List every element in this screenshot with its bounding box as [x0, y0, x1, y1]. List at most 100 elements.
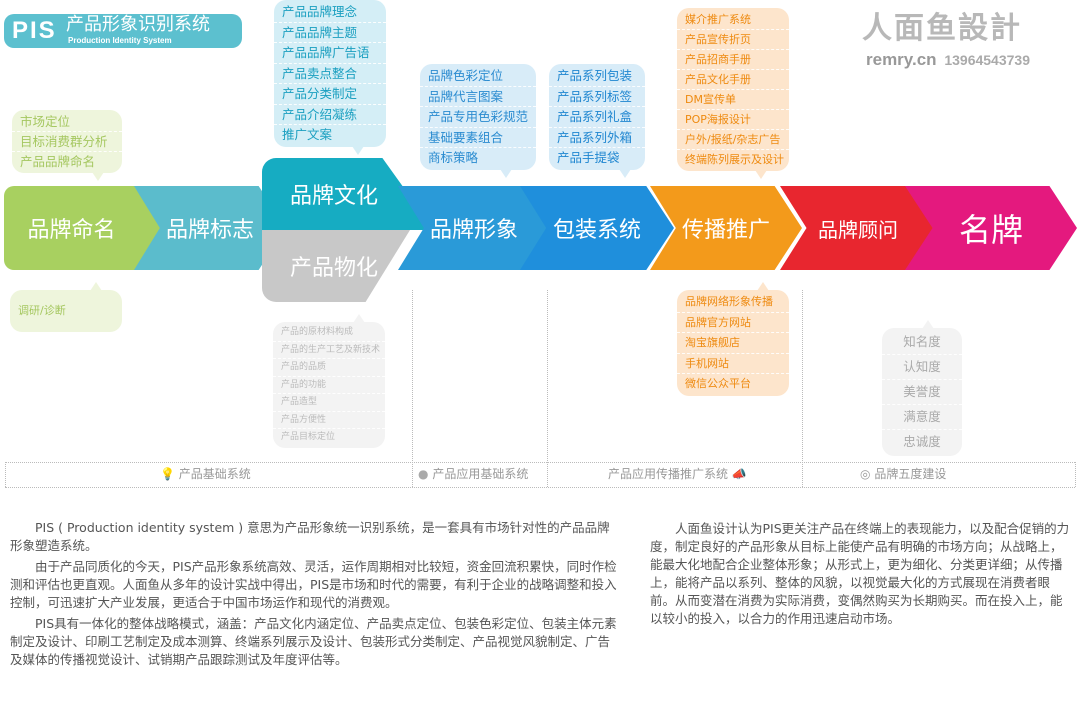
title-banner: PIS 产品形象识别系统 Production Identity System — [4, 14, 242, 48]
list-item: 产品系列包装 — [549, 66, 645, 87]
list-item: 产品目标定位 — [281, 432, 336, 442]
target-icon: ◎ — [860, 467, 871, 481]
list-item: 品牌官方网站 — [677, 313, 789, 333]
list-item: 产品分类制定 — [274, 84, 386, 105]
step-package-system: 包装系统 — [520, 186, 674, 270]
list-item: 产品方便性 — [273, 412, 385, 429]
list-item: DM宣传单 — [677, 90, 789, 110]
list-item: 认知度 — [882, 355, 962, 380]
step-label: 品牌顾问 — [818, 217, 898, 242]
list-item: 产品卖点整合 — [274, 64, 386, 84]
list-item: 终端陈列展示及设计 — [685, 153, 784, 166]
step-label: 名牌 — [958, 211, 1023, 249]
list-item: 手机网站 — [677, 354, 789, 374]
list-item: 产品介绍凝练 — [274, 105, 386, 125]
list-item: 美誉度 — [882, 380, 962, 405]
divider — [1075, 462, 1076, 487]
list-item: 产品宣传折页 — [677, 30, 789, 50]
title-cn: 产品形象识别系统 — [66, 14, 210, 35]
logo-phone: 13964543739 — [944, 52, 1030, 68]
list-item: 户外/报纸/杂志广告 — [677, 130, 789, 150]
lightbulb-icon: 💡 — [160, 467, 175, 481]
list-item: 推广文案 — [282, 127, 333, 142]
bubble-naming: 市场定位目标消费群分析产品品牌命名 — [12, 110, 122, 181]
list-item: 产品系列礼盒 — [549, 107, 645, 128]
list-item: 品牌色彩定位 — [420, 66, 536, 87]
step-label: 品牌文化 — [290, 184, 379, 209]
description-right: 人面鱼设计认为PIS更关注产品在终端上的表现能力，以及配合促销的力度，制定良好的… — [650, 520, 1070, 631]
list-item: 微信公众平台 — [685, 377, 751, 390]
band-label: 产品应用传播推广系统 — [608, 467, 729, 481]
logo: 人面鱼設計 — [862, 11, 1022, 46]
title-pis: PIS — [12, 17, 57, 44]
list-item: 满意度 — [882, 405, 962, 430]
bubble-online: 品牌网络形象传播品牌官方网站淘宝旗舰店手机网站微信公众平台 — [677, 282, 789, 396]
step-product-material: 产品物化 — [262, 230, 410, 302]
step-label: 产品物化 — [290, 256, 379, 281]
band-label: 产品基础系统 — [178, 467, 251, 481]
list-item: 产品品牌理念 — [274, 2, 386, 23]
divider — [547, 290, 548, 487]
list-item: 产品系列标签 — [549, 87, 645, 107]
list-item: 产品的原材料构成 — [273, 324, 385, 342]
list-item: 产品招商手册 — [677, 50, 789, 70]
list-item: POP海报设计 — [677, 110, 789, 130]
list-item: 商标策略 — [428, 150, 479, 165]
paragraph-2: 由于产品同质化的今天，PIS产品形象系统高效、灵活，运作周期相对比较短，资金回流… — [10, 559, 617, 610]
bubble-package: 产品系列包装产品系列标签产品系列礼盒产品系列外箱产品手提袋 — [549, 64, 645, 177]
step-label: 品牌标志 — [165, 218, 254, 243]
list-item: 产品的生产工艺及新技术 — [273, 342, 385, 359]
list-item: 目标消费群分析 — [12, 132, 122, 152]
list-item: 产品文化手册 — [677, 70, 789, 90]
step-label: 品牌命名 — [27, 218, 116, 243]
divider — [5, 462, 1075, 463]
step-label: 包装系统 — [552, 218, 641, 243]
head-icon: ● — [418, 467, 429, 481]
list-item: 调研/诊断 — [18, 304, 66, 317]
logo-contact: remry.cn 13964543739 — [866, 50, 1030, 70]
list-item: 淘宝旗舰店 — [677, 333, 789, 354]
bubble-material: 产品的原材料构成产品的生产工艺及新技术产品的品质产品的功能产品造型产品方便性产品… — [273, 314, 385, 448]
step-brand-consultant: 品牌顾问 — [780, 186, 936, 270]
band-application-base: ● 产品应用基础系统 — [418, 466, 528, 482]
list-item: 知名度 — [882, 330, 962, 355]
paragraph-3: PIS具有一体化的整体战略模式，涵盖：产品文化内涵定位、产品卖点定位、包装色彩定… — [10, 616, 617, 667]
bubble-culture: 产品品牌理念产品品牌主题产品品牌广告语产品卖点整合产品分类制定产品介绍凝练推广文… — [274, 0, 386, 154]
megaphone-icon: 📣 — [731, 467, 747, 481]
list-item: 产品系列外箱 — [549, 128, 645, 148]
bubble-image: 品牌色彩定位品牌代言图案产品专用色彩规范基础要素组合商标策略 — [420, 64, 536, 177]
list-item: 产品专用色彩规范 — [420, 107, 536, 128]
logo-site: remry.cn — [866, 50, 937, 69]
description-left: PIS ( Production identity system ) 意思为产品… — [10, 519, 620, 672]
list-item: 产品的品质 — [273, 359, 385, 377]
divider — [5, 487, 1075, 488]
step-brand-naming: 品牌命名 — [4, 186, 164, 270]
bubble-five-degrees: 知名度认知度美誉度满意度忠诚度 — [882, 320, 962, 456]
band-product-base: 💡 产品基础系统 — [160, 466, 251, 482]
list-item: 产品的功能 — [273, 377, 385, 394]
paragraph-4: 人面鱼设计认为PIS更关注产品在终端上的表现能力，以及配合促销的力度，制定良好的… — [650, 521, 1070, 626]
divider — [412, 290, 413, 487]
step-famous-brand: 名牌 — [905, 186, 1077, 270]
paragraph-1: PIS ( Production identity system ) 意思为产品… — [10, 520, 610, 553]
list-item: 基础要素组合 — [420, 128, 536, 148]
bubble-research: 调研/诊断 — [10, 282, 122, 332]
list-item: 品牌网络形象传播 — [677, 292, 789, 313]
divider — [802, 290, 803, 487]
band-label: 产品应用基础系统 — [432, 467, 529, 481]
list-item: 品牌代言图案 — [420, 87, 536, 107]
divider — [5, 462, 6, 487]
band-promotion: 产品应用传播推广系统 📣 — [608, 466, 747, 482]
list-item: 产品品牌主题 — [274, 23, 386, 43]
list-item: 忠诚度 — [903, 434, 941, 449]
list-item: 产品手提袋 — [557, 150, 620, 165]
list-item: 产品品牌广告语 — [274, 43, 386, 64]
list-item: 媒介推广系统 — [677, 10, 789, 30]
list-item: 产品造型 — [273, 394, 385, 412]
step-label: 传播推广 — [681, 218, 770, 243]
list-item: 产品品牌命名 — [20, 154, 96, 169]
list-item: 市场定位 — [12, 112, 122, 132]
title-en: Production Identity System — [68, 36, 172, 45]
step-label: 品牌形象 — [429, 218, 518, 243]
